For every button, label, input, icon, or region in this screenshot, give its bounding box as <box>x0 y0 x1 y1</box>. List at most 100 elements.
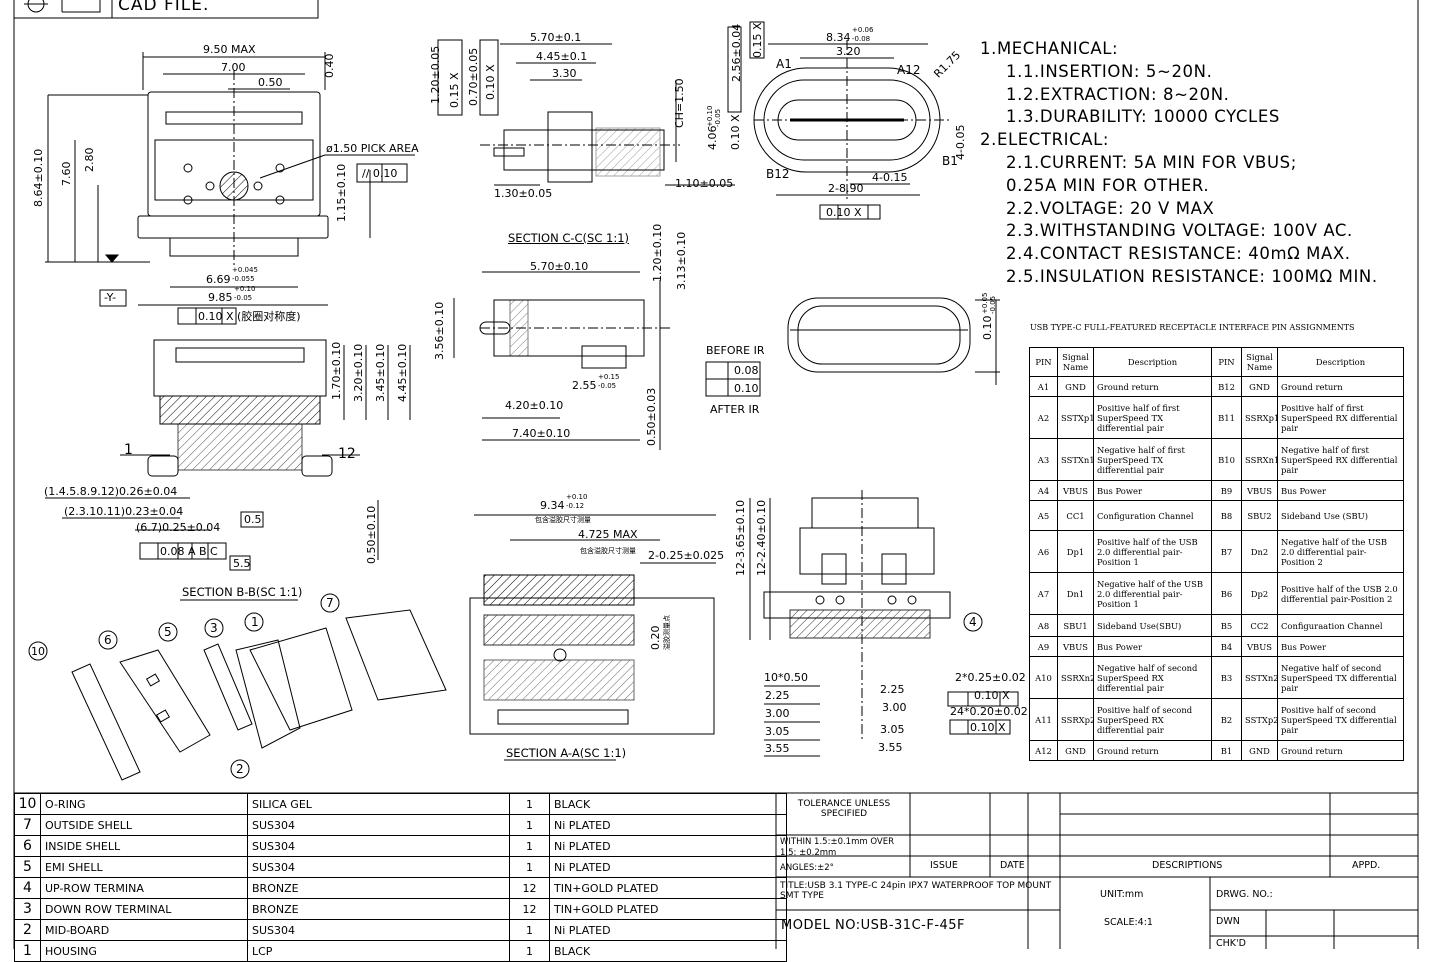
pin-table-cell: Dp2 <box>1241 572 1278 615</box>
dim-669: 6.69 <box>206 273 231 286</box>
dim-05: 0.5 <box>244 513 262 526</box>
pin-table-cell: B9 <box>1211 480 1242 501</box>
bom-cell: 2 <box>14 919 41 941</box>
balloon-1: 1 <box>251 615 259 629</box>
dim-256: 2.56±0.04 <box>730 23 743 82</box>
front-view <box>727 21 950 220</box>
bom-cell: DOWN ROW TERMINAL <box>40 898 248 920</box>
bom-cell: BLACK <box>549 793 787 815</box>
dim-834-lower: -0.08 <box>852 35 871 43</box>
pin-table-cell: Negative half of first SuperSpeed RX dif… <box>1277 438 1404 481</box>
pin-table-cell: Negative half of second SuperSpeed TX di… <box>1277 656 1404 699</box>
pin-table-header-cell: Signal Name <box>1057 347 1094 377</box>
tol-015: 0.15 X <box>448 72 461 108</box>
bom-cell: 6 <box>14 835 41 857</box>
dim-120: 1.20±0.05 <box>429 45 442 104</box>
dim-985: 9.85 <box>208 291 233 304</box>
dim-834: 8.34 <box>826 31 851 44</box>
tolerance-line-2: 1.5: ±0.2mm <box>780 848 837 858</box>
pin-table-cell: CC1 <box>1057 500 1094 531</box>
dim-225b: 2.25 <box>880 683 905 696</box>
pin-table-cell: Sideband Use (SBU) <box>1277 500 1404 531</box>
section-b-b-view <box>45 339 411 601</box>
dim-406: 4.06 <box>706 125 719 151</box>
bom-cell: OUTSIDE SHELL <box>40 814 248 836</box>
spec-notes: 1.MECHANICAL: 1.1.INSERTION: 5~20N. 1.2.… <box>980 38 1378 289</box>
dim-12-365: 12-3.65±0.10 <box>734 499 747 576</box>
dim-110: 1.10±0.05 <box>675 177 734 190</box>
dim-050c: 0.50±0.10 <box>365 505 378 564</box>
tolerance-title: TOLERANCE UNLESS SPECIFIED <box>797 799 891 820</box>
dim-345: 3.45±0.10 <box>374 343 387 402</box>
pin-table-cell: VBUS <box>1241 480 1278 501</box>
label-a1: A1 <box>776 57 792 71</box>
unit-label: UNIT:mm <box>1100 889 1144 900</box>
bom-cell: BRONZE <box>247 898 510 920</box>
datum-y: -Y- <box>104 291 117 304</box>
dim-320: 3.20 <box>836 45 861 58</box>
bom-cell: 12 <box>509 877 550 899</box>
dim-834-upper: +0.06 <box>852 26 874 34</box>
dim-356: 3.56±0.10 <box>433 301 446 360</box>
pin-table-cell: VBUS <box>1057 636 1094 657</box>
bom-cell: Ni PLATED <box>549 919 787 941</box>
dim-760: 7.60 <box>60 161 73 187</box>
pin-table-cell: GND <box>1057 740 1094 761</box>
label-b12: B12 <box>766 167 790 181</box>
pin-table-cell: B12 <box>1211 376 1242 397</box>
pin-table-cell: Configuration Channel <box>1093 500 1212 531</box>
dim-406-tol: +0.10 <box>706 105 714 127</box>
dim-050b: 0.50±0.03 <box>645 387 658 446</box>
drawn-label: DWN <box>1216 916 1240 927</box>
after-ir-label: AFTER IR <box>710 403 760 416</box>
dim-4-005: 4-0.05 <box>954 124 967 160</box>
pin-table-cell: Configuraation Channel <box>1277 614 1404 637</box>
pin-table-cell: SSRXp2 <box>1057 698 1094 741</box>
pin-table-header-cell: Description <box>1277 347 1404 377</box>
balloon-3: 3 <box>210 621 218 635</box>
dim-330: 3.30 <box>552 67 577 80</box>
bom-cell: 3 <box>14 898 41 920</box>
dim-040: 0.40 <box>323 53 336 79</box>
drawing-title: TITLE:USB 3.1 TYPE-C 24pin IPX7 WATERPRO… <box>780 881 1052 902</box>
cn-note-3: 溢胶测量点 <box>663 615 671 650</box>
dim-120b: 1.20±0.10 <box>651 223 664 282</box>
pin-table-header-cell: Description <box>1093 347 1212 377</box>
pin-table-cell: Positive half of first SuperSpeed RX dif… <box>1277 396 1404 439</box>
note-line: 2.ELECTRICAL: <box>980 130 1110 150</box>
pin-table-cell: A4 <box>1029 480 1058 501</box>
dim-4725: 4.725 MAX <box>578 528 638 541</box>
pin-table-cell: Ground return <box>1277 376 1404 397</box>
bom-cell: SUS304 <box>247 919 510 941</box>
pin-table-header-cell: Signal Name <box>1241 347 1278 377</box>
bom-cell: 1 <box>509 856 550 878</box>
dim-2-025-002: 2*0.25±0.02 <box>955 671 1026 684</box>
dim-010r-upper: +0.05 <box>981 292 989 314</box>
pin-table-cell: Bus Power <box>1277 480 1404 501</box>
bom-cell: SILICA GEL <box>247 793 510 815</box>
pin-table-cell: Bus Power <box>1093 636 1212 657</box>
dim-023: (2.3.10.11)0.23±0.04 <box>64 505 184 518</box>
pin-label-12: 12 <box>338 446 356 462</box>
pin-table-cell: B10 <box>1211 438 1242 481</box>
dim-570: 5.70±0.1 <box>530 31 582 44</box>
bom-cell: Ni PLATED <box>549 856 787 878</box>
pin-table-cell: CC2 <box>1241 614 1278 637</box>
note-line: 2.5.INSULATION RESISTANCE: 100MΩ MIN. <box>1006 266 1378 286</box>
pin-table-cell: B7 <box>1211 530 1242 573</box>
dim-934-lower: -0.12 <box>566 502 585 510</box>
dim-355b: 3.55 <box>878 741 903 754</box>
dim-740: 7.40±0.10 <box>512 427 571 440</box>
dim-420: 4.20±0.10 <box>505 399 564 412</box>
dim-255-lower: -0.05 <box>598 382 617 390</box>
dim-010r-lower: -0.05 <box>989 295 997 314</box>
bom-cell: O-RING <box>40 793 248 815</box>
note-line: 2.2.VOLTAGE: 20 V MAX <box>1006 198 1215 218</box>
bom-cell: 1 <box>509 940 550 962</box>
tol-010: 0.10 X <box>484 64 497 100</box>
